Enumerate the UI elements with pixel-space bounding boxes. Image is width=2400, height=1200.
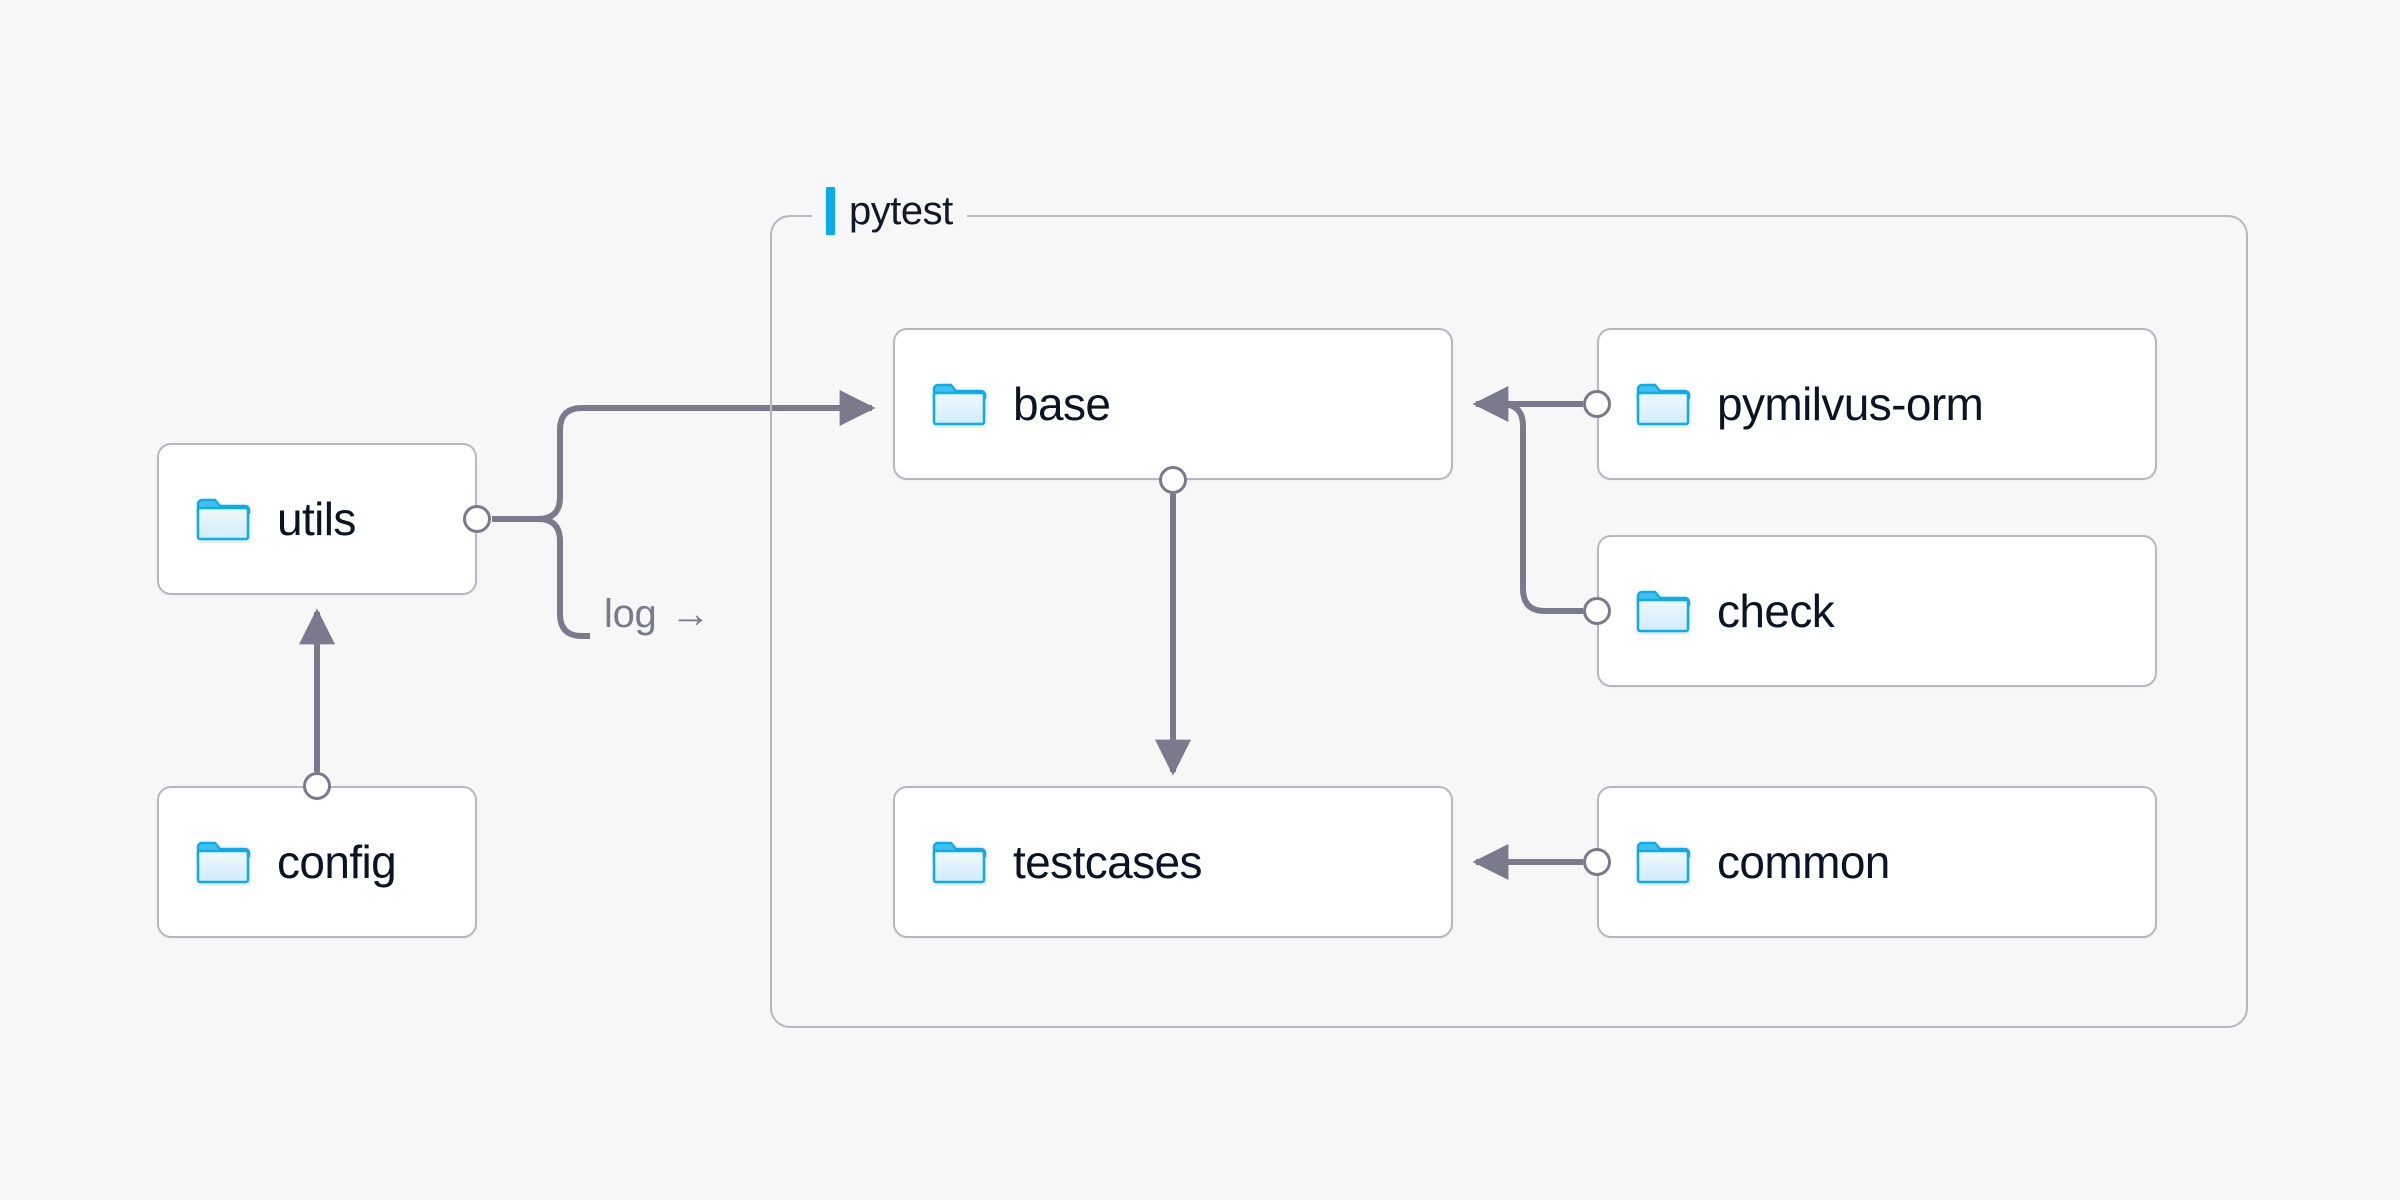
- node-testcases-label: testcases: [1013, 836, 1203, 888]
- node-base-label: base: [1013, 378, 1111, 430]
- group-pytest-label-text: pytest: [849, 189, 953, 233]
- node-config[interactable]: config: [157, 786, 477, 938]
- folder-icon: [196, 498, 251, 541]
- node-config-label: config: [277, 836, 397, 888]
- folder-icon: [932, 383, 987, 426]
- edge-label-log-text: log: [604, 592, 657, 636]
- folder-icon: [1636, 841, 1691, 884]
- port-base-bottom[interactable]: [1159, 466, 1187, 494]
- node-utils[interactable]: utils: [157, 443, 477, 595]
- folder-icon: [196, 841, 251, 884]
- node-common[interactable]: common: [1597, 786, 2157, 938]
- node-pymilvus-orm[interactable]: pymilvus-orm: [1597, 328, 2157, 480]
- group-pytest[interactable]: [770, 215, 2248, 1028]
- edge-utils-to-log: [537, 516, 590, 639]
- node-testcases[interactable]: testcases: [893, 786, 1453, 938]
- port-common-left[interactable]: [1583, 848, 1611, 876]
- node-check-label: check: [1717, 585, 1835, 637]
- node-check[interactable]: check: [1597, 535, 2157, 687]
- node-pymilvus-orm-label: pymilvus-orm: [1717, 378, 1984, 430]
- group-pytest-label: pytest: [812, 185, 967, 237]
- arrow-right-icon: →: [670, 592, 711, 636]
- port-config-top[interactable]: [303, 772, 331, 800]
- edge-label-log[interactable]: log →: [604, 594, 710, 634]
- folder-icon: [1636, 383, 1691, 426]
- folder-icon: [1636, 590, 1691, 633]
- group-accent-bar: [826, 187, 835, 235]
- node-base[interactable]: base: [893, 328, 1453, 480]
- port-utils-right[interactable]: [463, 505, 491, 533]
- folder-icon: [932, 841, 987, 884]
- node-utils-label: utils: [277, 493, 356, 545]
- port-check-left[interactable]: [1583, 597, 1611, 625]
- node-common-label: common: [1717, 836, 1890, 888]
- port-pymilvus-orm-left[interactable]: [1583, 390, 1611, 418]
